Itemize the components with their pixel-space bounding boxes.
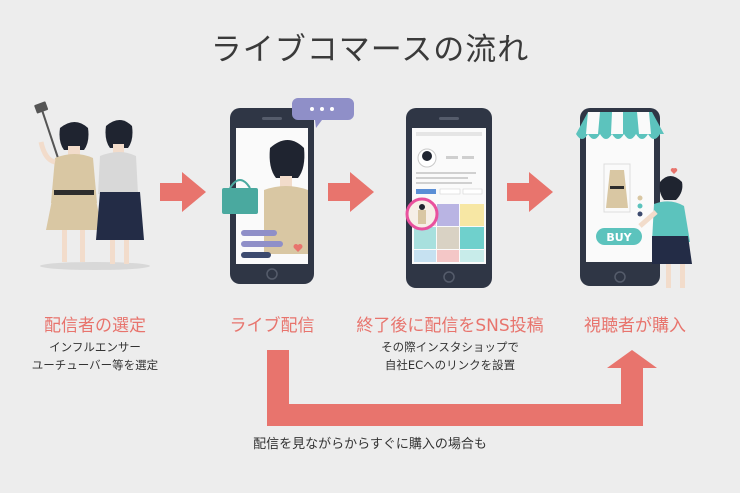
step-1-sub-line-2: ユーチューバー等を選定 <box>31 358 159 372</box>
influencer-figures <box>34 101 150 270</box>
step-3-description: その際インスタショップで 自社ECへのリンクを設置 <box>350 338 550 374</box>
step-1-label: 配信者の選定 <box>44 316 146 336</box>
step-3-sub-line-2: 自社ECへのリンクを設置 <box>384 358 516 372</box>
step-2-label: ライブ配信 <box>229 316 315 336</box>
step-4-label: 視聴者が購入 <box>584 316 686 336</box>
shop-phone <box>576 108 692 288</box>
step-3-sub-line-1: その際インスタショップで <box>381 340 519 354</box>
bottom-note: 配信を見ながらからすぐに購入の場合も <box>253 437 487 452</box>
step-1-description: インフルエンサー ユーチューバー等を選定 <box>10 338 180 374</box>
step-3-label: 終了後に配信をSNS投稿 <box>356 316 544 336</box>
buy-button <box>596 228 642 245</box>
step-1-sub-line-1: インフルエンサー <box>49 340 141 354</box>
arrow-3 <box>507 172 553 212</box>
live-stream-phone <box>222 98 354 284</box>
buy-label: BUY <box>606 231 632 244</box>
sns-post-phone <box>405 108 492 288</box>
diagram-title: ライブコマースの流れ <box>210 32 530 68</box>
arrow-2 <box>328 172 374 212</box>
arrow-1 <box>160 172 206 212</box>
direct-purchase-arrow <box>267 350 657 426</box>
